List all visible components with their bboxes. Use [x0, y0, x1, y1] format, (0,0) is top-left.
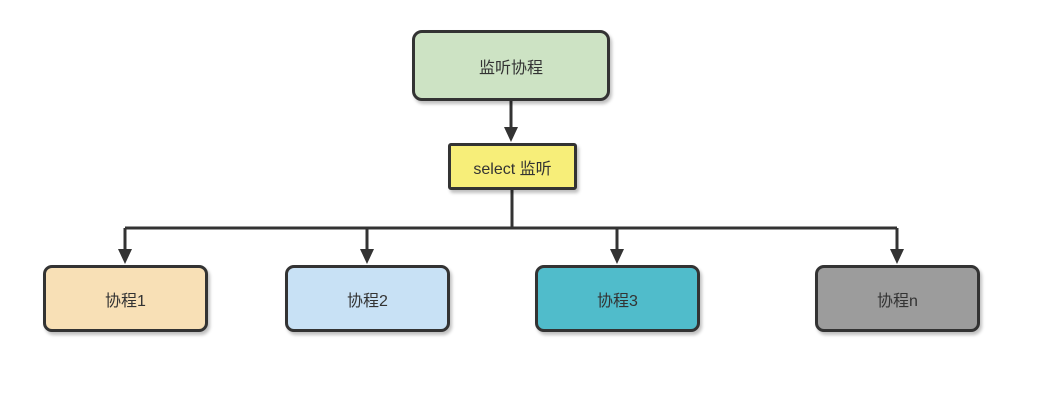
node-coroutine-n-label: 协程n	[877, 292, 918, 310]
node-select-listen: select 监听	[448, 143, 577, 190]
node-coroutine-3-label: 协程3	[597, 292, 638, 310]
arrowhead-workerN	[890, 249, 904, 264]
node-listener-coroutine: 监听协程	[412, 30, 610, 101]
node-coroutine-3: 协程3	[535, 265, 700, 332]
node-coroutine-1-label: 协程1	[105, 292, 146, 310]
node-coroutine-1: 协程1	[43, 265, 208, 332]
node-coroutine-2: 协程2	[285, 265, 450, 332]
arrowhead-worker1	[118, 249, 132, 264]
arrowhead-worker3	[610, 249, 624, 264]
node-listener-label: 监听协程	[478, 59, 543, 77]
node-select-label: select 监听	[473, 160, 552, 178]
arrowhead-select	[504, 127, 518, 142]
node-coroutine-2-label: 协程2	[347, 292, 388, 310]
arrowhead-worker2	[360, 249, 374, 264]
node-coroutine-n: 协程n	[815, 265, 980, 332]
